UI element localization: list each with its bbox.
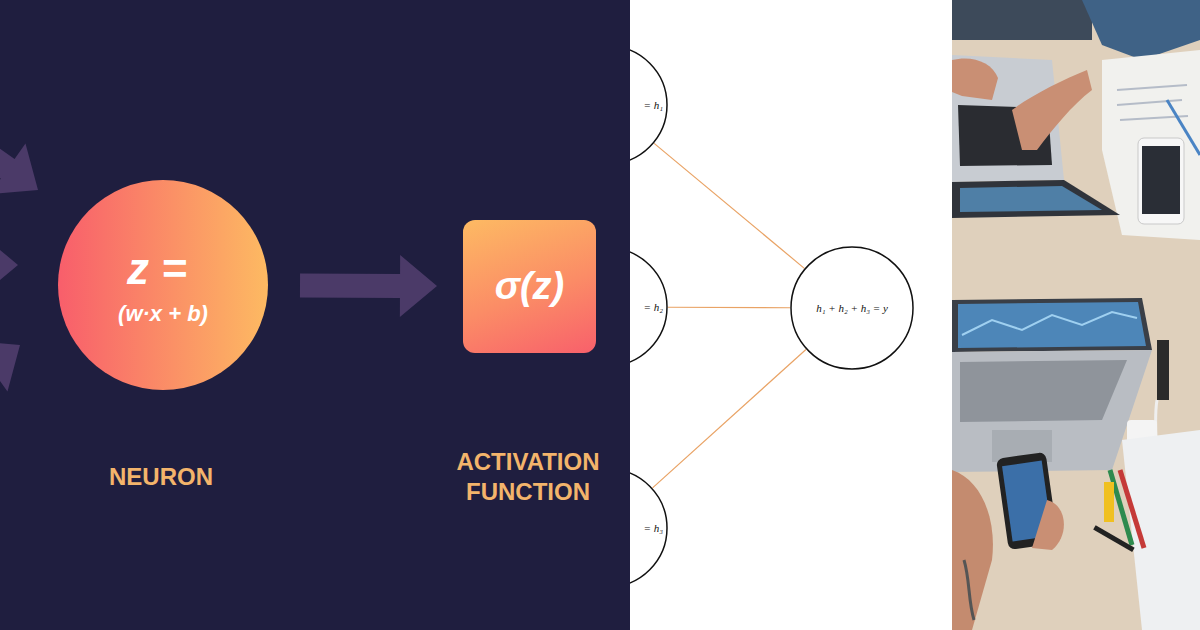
paper-sheet: [1122, 430, 1200, 630]
phone-screen: [1142, 146, 1180, 214]
circle-border: [630, 469, 667, 587]
circle-border: [630, 46, 667, 164]
screen-chart: [962, 312, 1137, 335]
blue-sleeve: [1082, 0, 1200, 60]
hand: [1032, 500, 1064, 550]
incoming-arrow: [0, 320, 38, 449]
neuron-node: z = (w·x + b): [58, 180, 268, 390]
node-text: σ(z): [495, 265, 565, 309]
flow-arrow: [300, 255, 437, 317]
circle-border: [791, 247, 913, 369]
wood-table: [952, 0, 1200, 630]
laptop-display: [958, 302, 1146, 348]
node-text: h₁ + h₂ + h₃ = y: [816, 302, 888, 315]
node-text: = h₃: [644, 522, 664, 535]
connector-line: [653, 350, 806, 488]
circle-node: h₁ + h₂ + h₃ = y: [790, 246, 914, 370]
connector-line: [654, 143, 804, 268]
laptop-screen: [952, 180, 1120, 218]
marker: [1104, 482, 1114, 522]
desk-photo: [952, 0, 1200, 630]
hand: [952, 58, 998, 100]
circle-node: = h₁: [630, 45, 668, 165]
laptop-keyboard: [960, 360, 1127, 422]
dark-panel: z = (w·x + b) σ(z) NEURON ACTIVATION FUNCTIO…: [0, 0, 630, 630]
neuron-fill: [58, 180, 268, 390]
phone-white: [1138, 138, 1184, 224]
paper-sheet: [1102, 50, 1200, 240]
activation-box: σ(z): [463, 220, 596, 353]
arm: [952, 470, 993, 630]
paper-lines: [1117, 85, 1187, 90]
tattoo: [964, 560, 974, 620]
node-text: (w·x + b): [118, 301, 208, 326]
usb-stick: [1157, 340, 1169, 400]
connector-line: [654, 143, 804, 268]
paper-lines: [1117, 100, 1182, 105]
node-text: = h₁: [644, 99, 664, 112]
hand: [1012, 70, 1092, 150]
laptop-base: [952, 350, 1152, 472]
circle-node: = h₃: [630, 468, 668, 588]
connector-line: [668, 307, 790, 309]
white-panel: = h₁ = h₂ = h₃ h₁ + h₂ + h₃ = y: [630, 0, 952, 630]
bracelet: [1093, 525, 1134, 552]
caption-label: ACTIVATION FUNCTION: [428, 447, 628, 507]
incoming-arrow: [0, 86, 56, 215]
circle-border: [630, 248, 667, 366]
red-pen: [1120, 470, 1144, 548]
incoming-arrow: [0, 234, 18, 296]
node-text: = h₂: [644, 301, 664, 314]
connector-line: [653, 350, 806, 488]
caption-label: NEURON: [66, 462, 256, 492]
connector-line: [668, 307, 790, 309]
wood-grain: [952, 0, 1200, 630]
circle-node: = h₂: [630, 247, 668, 367]
dark-shirt: [952, 0, 1092, 40]
arrow-body: [300, 255, 437, 317]
laptop-display: [960, 186, 1102, 212]
laptop-screen: [952, 298, 1152, 352]
node-text: z =: [127, 244, 187, 295]
photo-panel: [952, 0, 1200, 630]
